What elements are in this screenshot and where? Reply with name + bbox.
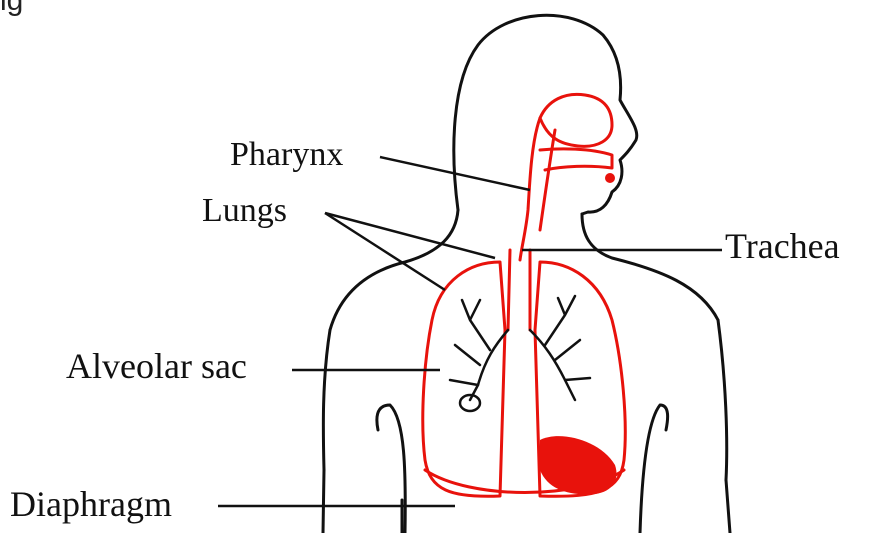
lungs-leader-1 [325,213,445,290]
label-lungs: Lungs [202,194,287,228]
shoulder-right [718,320,727,480]
nose-dot [605,173,615,183]
lungs-leader-2 [325,213,495,258]
shoulder-left [323,330,330,470]
label-pharynx: Pharynx [230,138,343,172]
label-trachea: Trachea [725,228,840,264]
label-alveolar-sac: Alveolar sac [66,348,247,384]
neck-front [582,214,718,320]
lung-left [423,262,505,496]
trachea-left [508,250,510,330]
nasal-cavity [540,94,612,146]
label-diaphragm: Diaphragm [10,486,172,522]
caption-fragment: ig [0,0,23,16]
arm-right [726,480,730,533]
pharynx-back [540,130,555,230]
heart [540,436,616,494]
arm-left [323,470,324,533]
underarm-right [640,405,668,533]
